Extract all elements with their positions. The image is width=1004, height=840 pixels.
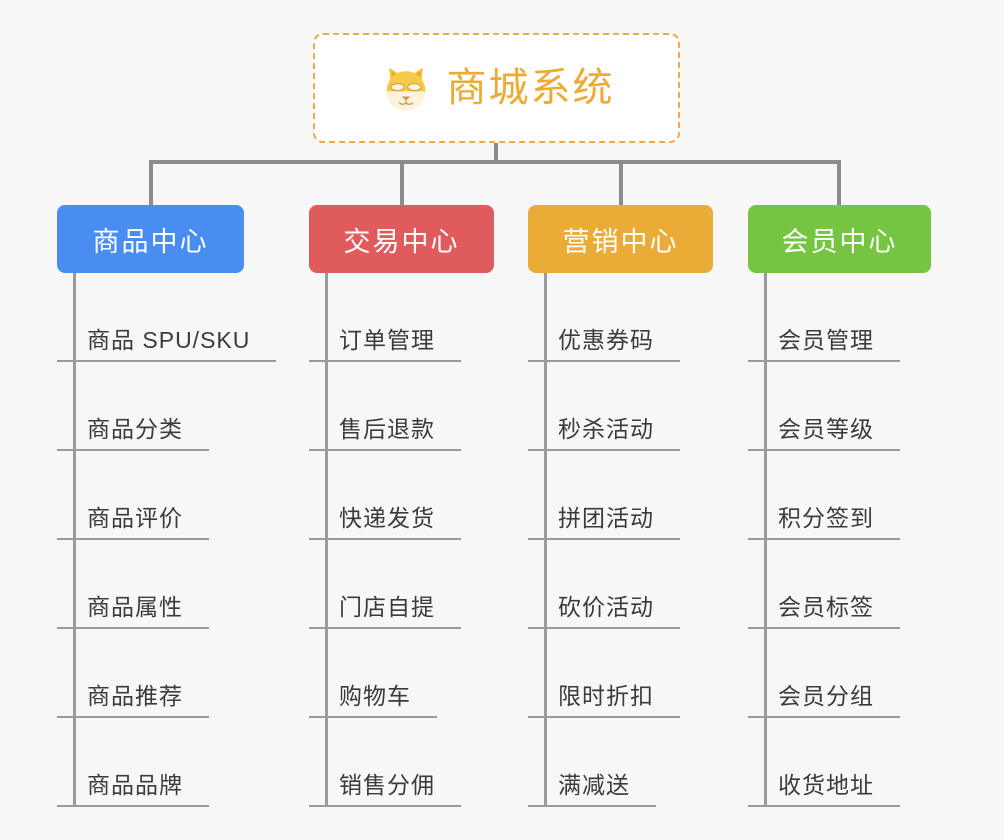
category-header-2[interactable]: 交易中心	[309, 205, 494, 273]
leaf-item[interactable]: 售后退款	[309, 362, 494, 451]
leaf-label: 购物车	[309, 683, 437, 718]
category-header-1[interactable]: 商品中心	[57, 205, 244, 273]
branch-column-4: 会员中心 会员管理 会员等级 积分签到 会员标签 会员分组 收货地址	[748, 205, 931, 807]
leaf-label: 优惠券码	[528, 327, 680, 362]
leaf-item[interactable]: 购物车	[309, 629, 494, 718]
leaf-label: 拼团活动	[528, 505, 680, 540]
leaf-item[interactable]: 优惠券码	[528, 273, 713, 362]
leaf-item[interactable]: 砍价活动	[528, 540, 713, 629]
leaf-item[interactable]: 商品推荐	[57, 629, 244, 718]
branch-column-1: 商品中心 商品 SPU/SKU 商品分类 商品评价 商品属性 商品推荐 商品品牌	[57, 205, 277, 807]
leaf-item[interactable]: 会员标签	[748, 540, 931, 629]
leaf-label: 商品品牌	[57, 772, 209, 807]
root-node[interactable]: 商城系统	[313, 33, 680, 143]
connector-drop-3	[619, 160, 623, 206]
category-label: 会员中心	[781, 226, 898, 257]
leaf-label: 快递发货	[309, 505, 461, 540]
leaf-label: 满减送	[528, 772, 656, 807]
leaf-label: 商品推荐	[57, 683, 209, 718]
connector-drop-4	[837, 160, 841, 206]
branch-rail-1	[73, 273, 76, 807]
category-header-4[interactable]: 会员中心	[748, 205, 931, 273]
leaf-item[interactable]: 商品属性	[57, 540, 244, 629]
branch-column-2: 交易中心 订单管理 售后退款 快递发货 门店自提 购物车 销售分佣	[309, 205, 494, 807]
category-label: 营销中心	[562, 226, 679, 257]
leaf-label: 商品 SPU/SKU	[57, 327, 277, 362]
connector-drop-1	[149, 160, 153, 206]
leaf-label: 售后退款	[309, 416, 461, 451]
leaf-item[interactable]: 会员分组	[748, 629, 931, 718]
leaf-label: 秒杀活动	[528, 416, 680, 451]
leaf-label: 会员等级	[748, 416, 900, 451]
leaf-item[interactable]: 会员等级	[748, 362, 931, 451]
leaf-label: 会员管理	[748, 327, 900, 362]
category-label: 商品中心	[92, 226, 209, 257]
leaf-list-4: 会员管理 会员等级 积分签到 会员标签 会员分组 收货地址	[748, 273, 931, 807]
category-label: 交易中心	[343, 226, 460, 257]
leaf-item[interactable]: 收货地址	[748, 718, 931, 807]
leaf-label: 订单管理	[309, 327, 461, 362]
leaf-label: 会员分组	[748, 683, 900, 718]
connector-horizontal-bus	[150, 160, 840, 164]
leaf-label: 销售分佣	[309, 772, 461, 807]
root-title: 商城系统	[446, 66, 615, 110]
connector-root-stem	[494, 143, 498, 163]
leaf-label: 砍价活动	[528, 594, 680, 629]
leaf-item[interactable]: 商品 SPU/SKU	[57, 273, 277, 362]
leaf-label: 商品属性	[57, 594, 209, 629]
leaf-item[interactable]: 限时折扣	[528, 629, 713, 718]
category-header-3[interactable]: 营销中心	[528, 205, 713, 273]
leaf-item[interactable]: 订单管理	[309, 273, 494, 362]
leaf-item[interactable]: 会员管理	[748, 273, 931, 362]
leaf-item[interactable]: 商品分类	[57, 362, 244, 451]
leaf-label: 限时折扣	[528, 683, 680, 718]
leaf-label: 商品评价	[57, 505, 209, 540]
leaf-label: 收货地址	[748, 772, 900, 807]
leaf-item[interactable]: 积分签到	[748, 451, 931, 540]
branch-rail-2	[325, 273, 328, 807]
leaf-item[interactable]: 销售分佣	[309, 718, 494, 807]
branch-rail-3	[544, 273, 547, 807]
leaf-item[interactable]: 快递发货	[309, 451, 494, 540]
leaf-item[interactable]: 拼团活动	[528, 451, 713, 540]
leaf-item[interactable]: 门店自提	[309, 540, 494, 629]
leaf-list-3: 优惠券码 秒杀活动 拼团活动 砍价活动 限时折扣 满减送	[528, 273, 713, 807]
leaf-label: 门店自提	[309, 594, 461, 629]
leaf-item[interactable]: 秒杀活动	[528, 362, 713, 451]
shiba-dog-face-icon	[379, 61, 433, 115]
leaf-item[interactable]: 商品品牌	[57, 718, 244, 807]
leaf-label: 会员标签	[748, 594, 900, 629]
leaf-list-2: 订单管理 售后退款 快递发货 门店自提 购物车 销售分佣	[309, 273, 494, 807]
connector-drop-2	[400, 160, 404, 206]
leaf-label: 商品分类	[57, 416, 209, 451]
branch-column-3: 营销中心 优惠券码 秒杀活动 拼团活动 砍价活动 限时折扣 满减送	[528, 205, 713, 807]
leaf-label: 积分签到	[748, 505, 900, 540]
branch-rail-4	[764, 273, 767, 807]
leaf-item[interactable]: 满减送	[528, 718, 713, 807]
leaf-item[interactable]: 商品评价	[57, 451, 244, 540]
leaf-list-1: 商品 SPU/SKU 商品分类 商品评价 商品属性 商品推荐 商品品牌	[57, 273, 277, 807]
